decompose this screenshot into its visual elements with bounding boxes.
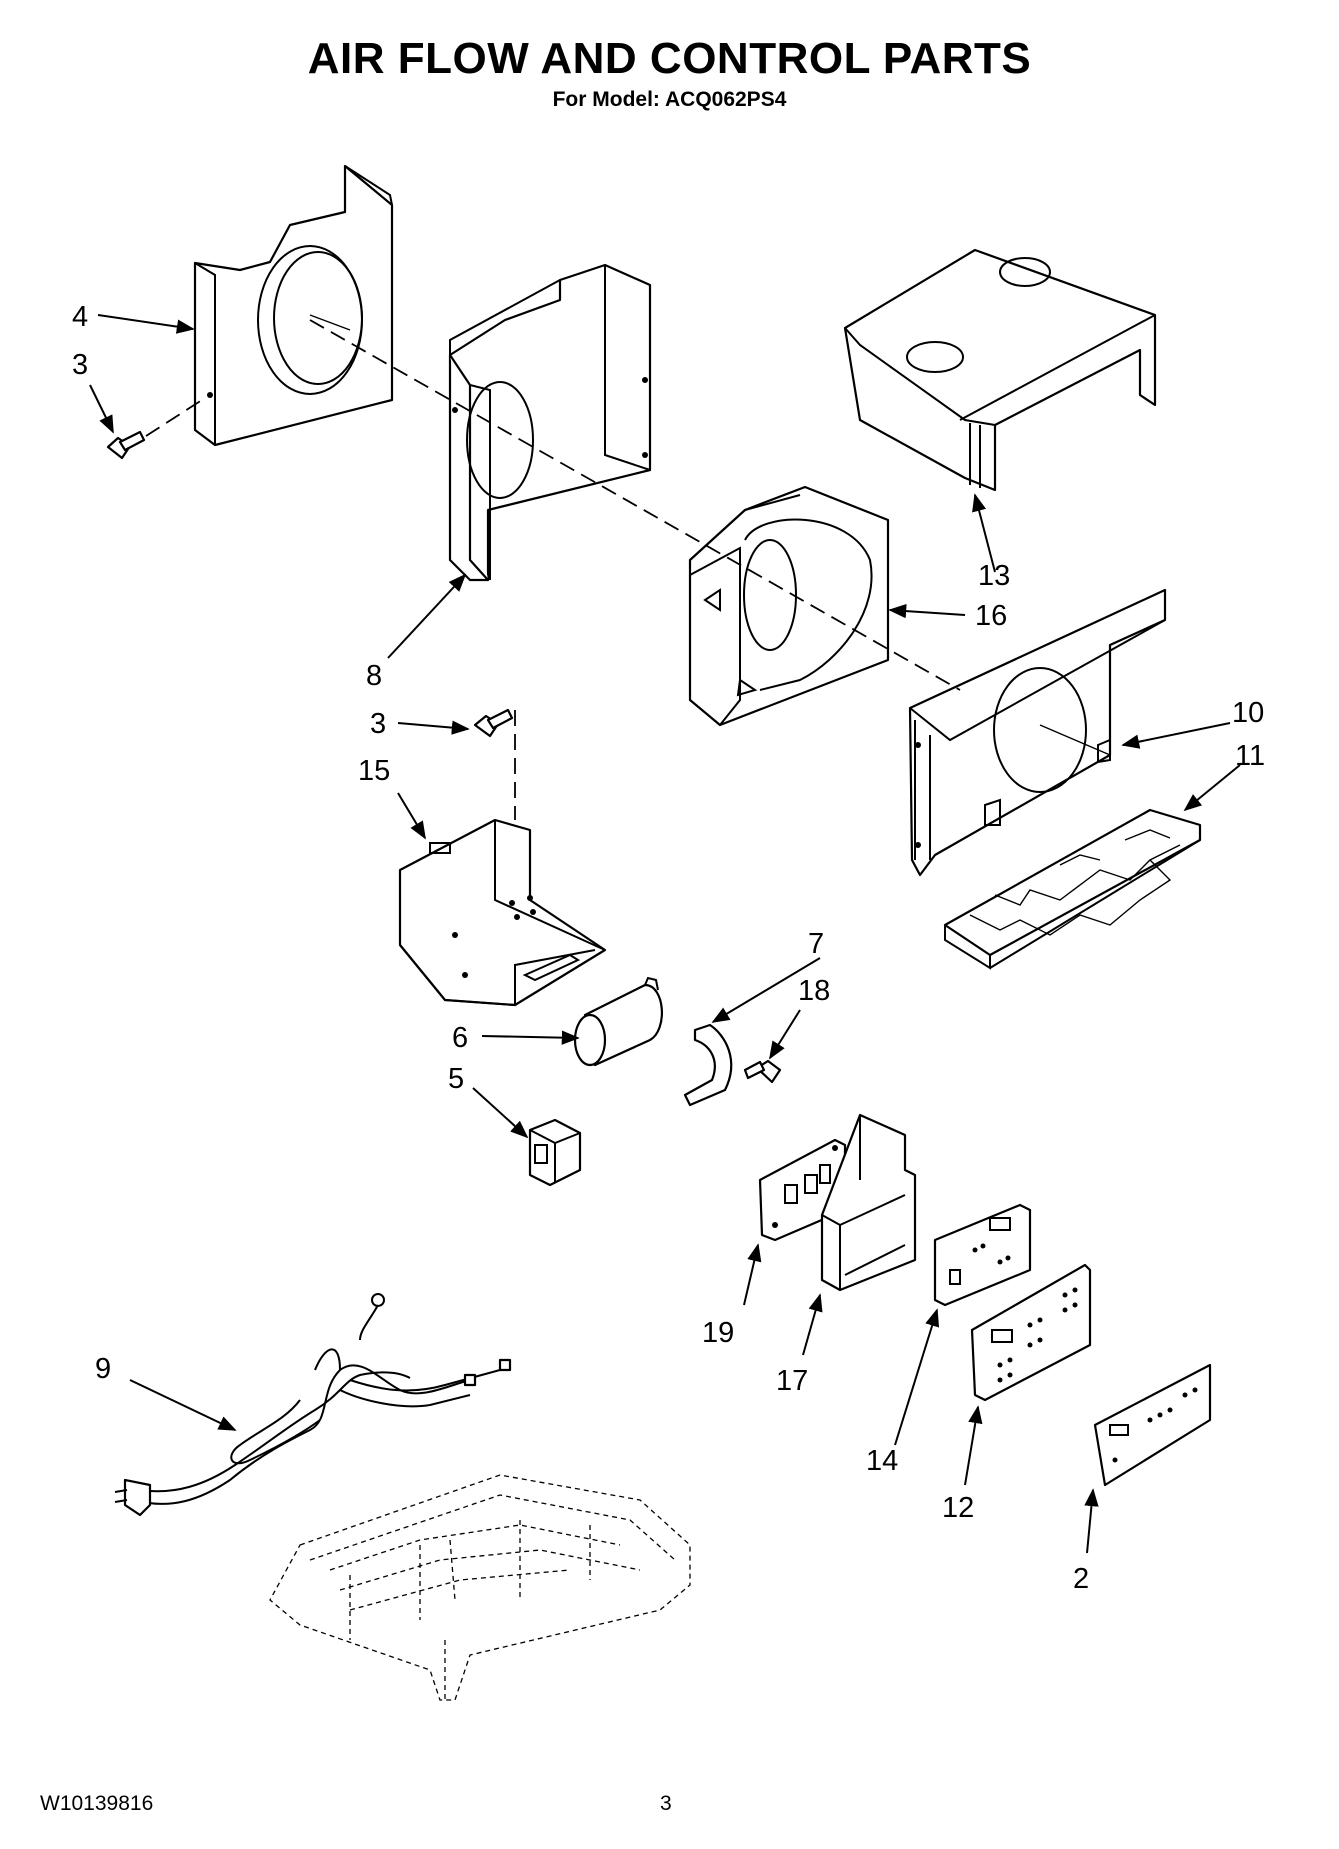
document-number: W10139816 <box>40 1792 154 1815</box>
part-2-overlay <box>1093 1363 1212 1487</box>
callout-10: 10 <box>1232 697 1264 729</box>
part-15-control-box <box>398 818 607 1007</box>
part-10-bulkhead <box>908 588 1167 877</box>
part-14-display-board <box>933 1203 1032 1307</box>
leader-arrows <box>89 314 1241 1554</box>
part-11-tray <box>943 808 1202 970</box>
callout-6: 6 <box>452 1022 468 1054</box>
callout-2: 2 <box>1073 1563 1089 1595</box>
part-7-strap <box>683 1023 733 1107</box>
page-number: 3 <box>660 1792 672 1815</box>
callout-14: 14 <box>866 1445 898 1477</box>
part-3-screw-upper <box>106 397 206 460</box>
callout-3-middle: 3 <box>370 708 386 740</box>
callout-13: 13 <box>978 560 1010 592</box>
callout-18: 18 <box>798 975 830 1007</box>
callout-7: 7 <box>808 928 824 960</box>
callout-5: 5 <box>448 1063 464 1095</box>
callout-12: 12 <box>942 1492 974 1524</box>
model-subtitle: For Model: ACQ062PS4 <box>552 88 787 111</box>
part-17-bracket <box>820 1113 917 1292</box>
part-3-screw-middle <box>473 708 514 738</box>
callout-9: 9 <box>95 1353 111 1385</box>
callout-15: 15 <box>358 755 390 787</box>
page-title: AIR FLOW AND CONTROL PARTS <box>307 34 1032 83</box>
callout-16: 16 <box>975 600 1007 632</box>
callout-4: 4 <box>72 301 88 333</box>
part-18-screw <box>743 1059 782 1084</box>
part-9-power-cord <box>114 1293 512 1517</box>
callout-11: 11 <box>1235 740 1265 772</box>
part-8-baffle <box>448 263 652 582</box>
callout-3-upper: 3 <box>72 349 88 381</box>
part-4-shroud <box>193 164 394 447</box>
part-12-keypad <box>970 1263 1092 1402</box>
part-13-cover <box>843 248 1157 492</box>
part-6-capacitor <box>573 976 663 1067</box>
base-ghost-outline <box>269 1474 691 1701</box>
part-16-scroll <box>688 485 890 727</box>
part-5-relay <box>528 1118 582 1187</box>
callout-19: 19 <box>702 1317 734 1349</box>
callout-8: 8 <box>366 660 382 692</box>
callout-17: 17 <box>776 1365 808 1397</box>
